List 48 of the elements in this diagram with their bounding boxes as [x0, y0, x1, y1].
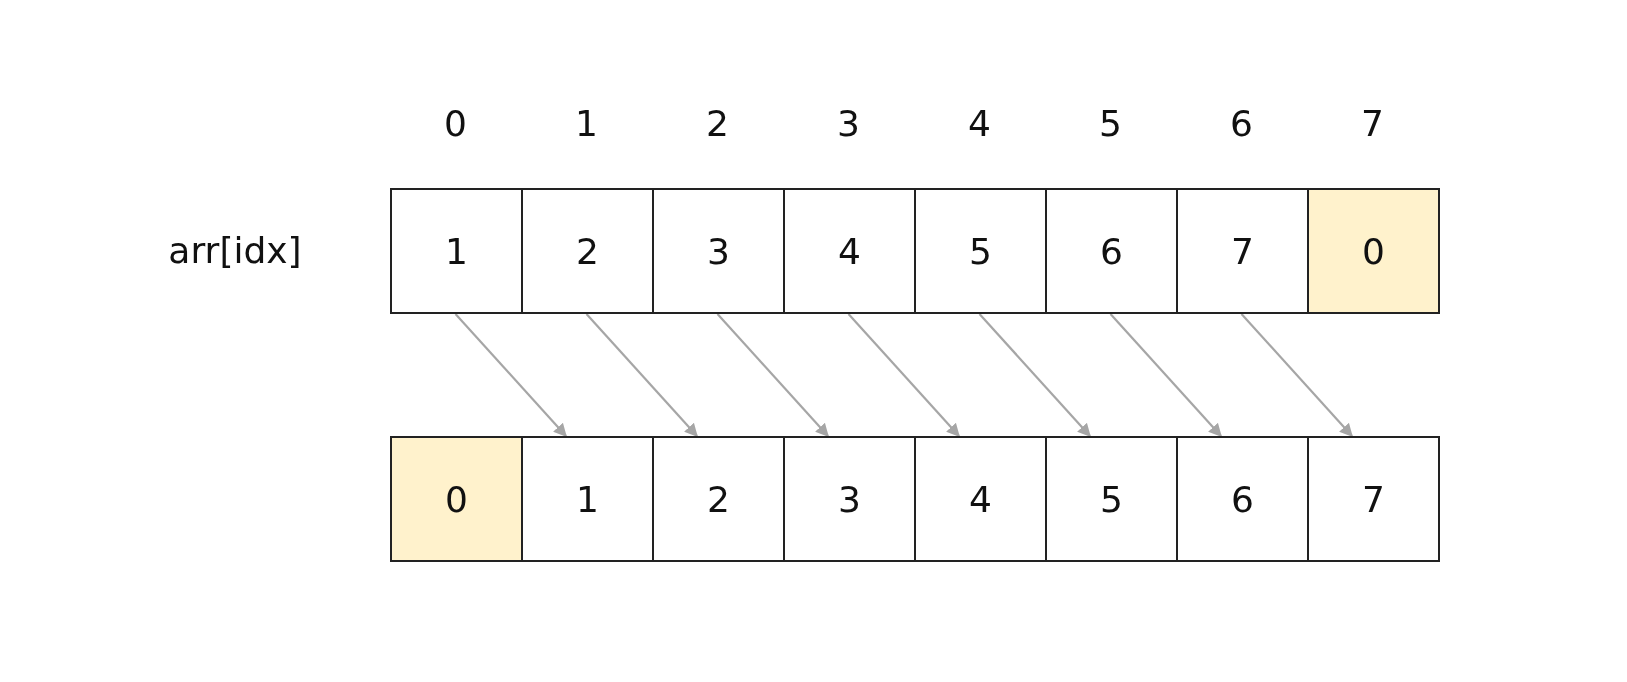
array-cell — [390, 188, 523, 314]
cell-value: 7 — [1231, 230, 1254, 272]
index-number: 7 — [1361, 102, 1384, 144]
index-number: 3 — [837, 102, 860, 144]
cell-value: 1 — [445, 230, 468, 272]
arrow — [1109, 313, 1222, 437]
index-number: 2 — [706, 102, 729, 144]
array-cell — [783, 436, 916, 562]
array-cell — [521, 436, 654, 562]
cell-value: 7 — [1362, 478, 1385, 520]
index-number: 0 — [444, 102, 467, 144]
array-cell — [1045, 436, 1178, 562]
array-cell — [1176, 436, 1309, 562]
arrow — [847, 313, 960, 437]
array-cell — [914, 188, 1047, 314]
arrow — [978, 313, 1091, 437]
array-cell — [1307, 188, 1440, 314]
arrow — [454, 313, 567, 437]
cell-value: 2 — [707, 478, 730, 520]
index-number: 1 — [575, 102, 598, 144]
array-cell — [521, 188, 654, 314]
cell-value: 5 — [1100, 478, 1123, 520]
array-cell — [1176, 188, 1309, 314]
cell-value: 0 — [1362, 230, 1385, 272]
cell-value: 3 — [838, 478, 861, 520]
index-number: 4 — [968, 102, 991, 144]
arrow — [1240, 313, 1353, 437]
arrow — [716, 313, 829, 437]
array-cell — [1307, 436, 1440, 562]
array-cell — [652, 188, 785, 314]
index-number: 6 — [1230, 102, 1253, 144]
cell-value: 3 — [707, 230, 730, 272]
cell-value: 4 — [838, 230, 861, 272]
array-cell — [783, 188, 916, 314]
cell-value: 5 — [969, 230, 992, 272]
array-cell — [914, 436, 1047, 562]
array-cell — [652, 436, 785, 562]
row-label: arr[idx] — [168, 229, 302, 271]
cell-value: 0 — [445, 478, 468, 520]
arrow — [585, 313, 698, 437]
cell-value: 2 — [576, 230, 599, 272]
cell-value: 4 — [969, 478, 992, 520]
index-number: 5 — [1099, 102, 1122, 144]
array-cell — [390, 436, 523, 562]
array-cell — [1045, 188, 1178, 314]
cell-value: 1 — [576, 478, 599, 520]
cell-value: 6 — [1231, 478, 1254, 520]
cell-value: 6 — [1100, 230, 1123, 272]
